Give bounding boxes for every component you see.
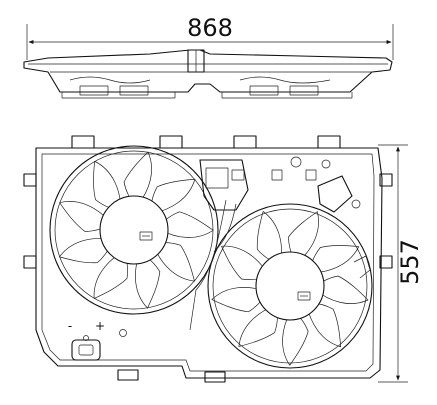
height-dimension: 557: [378, 144, 424, 383]
left-motor-housing-top: [61, 92, 176, 99]
width-dimension-label: 868: [187, 14, 233, 42]
top-mounting-tabs: [71, 135, 341, 149]
wire-harness-right: [213, 203, 237, 253]
upper-right-fixtures: [271, 156, 371, 279]
mounting-hole: [119, 329, 127, 337]
connector-minus-label: -: [68, 319, 72, 333]
right-fan-ring-inner: [212, 208, 368, 364]
right-bracket: [317, 175, 353, 213]
wire-harness-left: [189, 199, 227, 331]
left-fan: [49, 145, 219, 315]
bottom-clips: [117, 369, 226, 383]
shroud-inner-rim: [41, 153, 375, 372]
top-view: [23, 49, 393, 99]
left-fan-motor-label: [139, 231, 153, 241]
right-motor-housing-top: [221, 92, 353, 99]
connector-housing: [71, 339, 101, 361]
shroud-top-outline: [23, 49, 393, 93]
shroud-outline: [35, 147, 383, 379]
top-view-hub-details: [69, 76, 331, 96]
center-wiring-bracket: [189, 159, 249, 331]
front-view: - +: [23, 135, 393, 383]
right-fan: [207, 203, 373, 369]
connector-plus-label: +: [95, 319, 105, 333]
left-fan-hub: [99, 195, 169, 265]
left-fan-ring-outer: [49, 145, 219, 315]
right-fan-hub: [255, 251, 325, 321]
right-fan-ring-outer: [207, 203, 373, 369]
right-fan-motor-label: [297, 291, 311, 301]
electrical-connector: - +: [68, 319, 127, 361]
height-dimension-label: 557: [396, 239, 424, 285]
width-dimension: 868: [26, 14, 394, 60]
